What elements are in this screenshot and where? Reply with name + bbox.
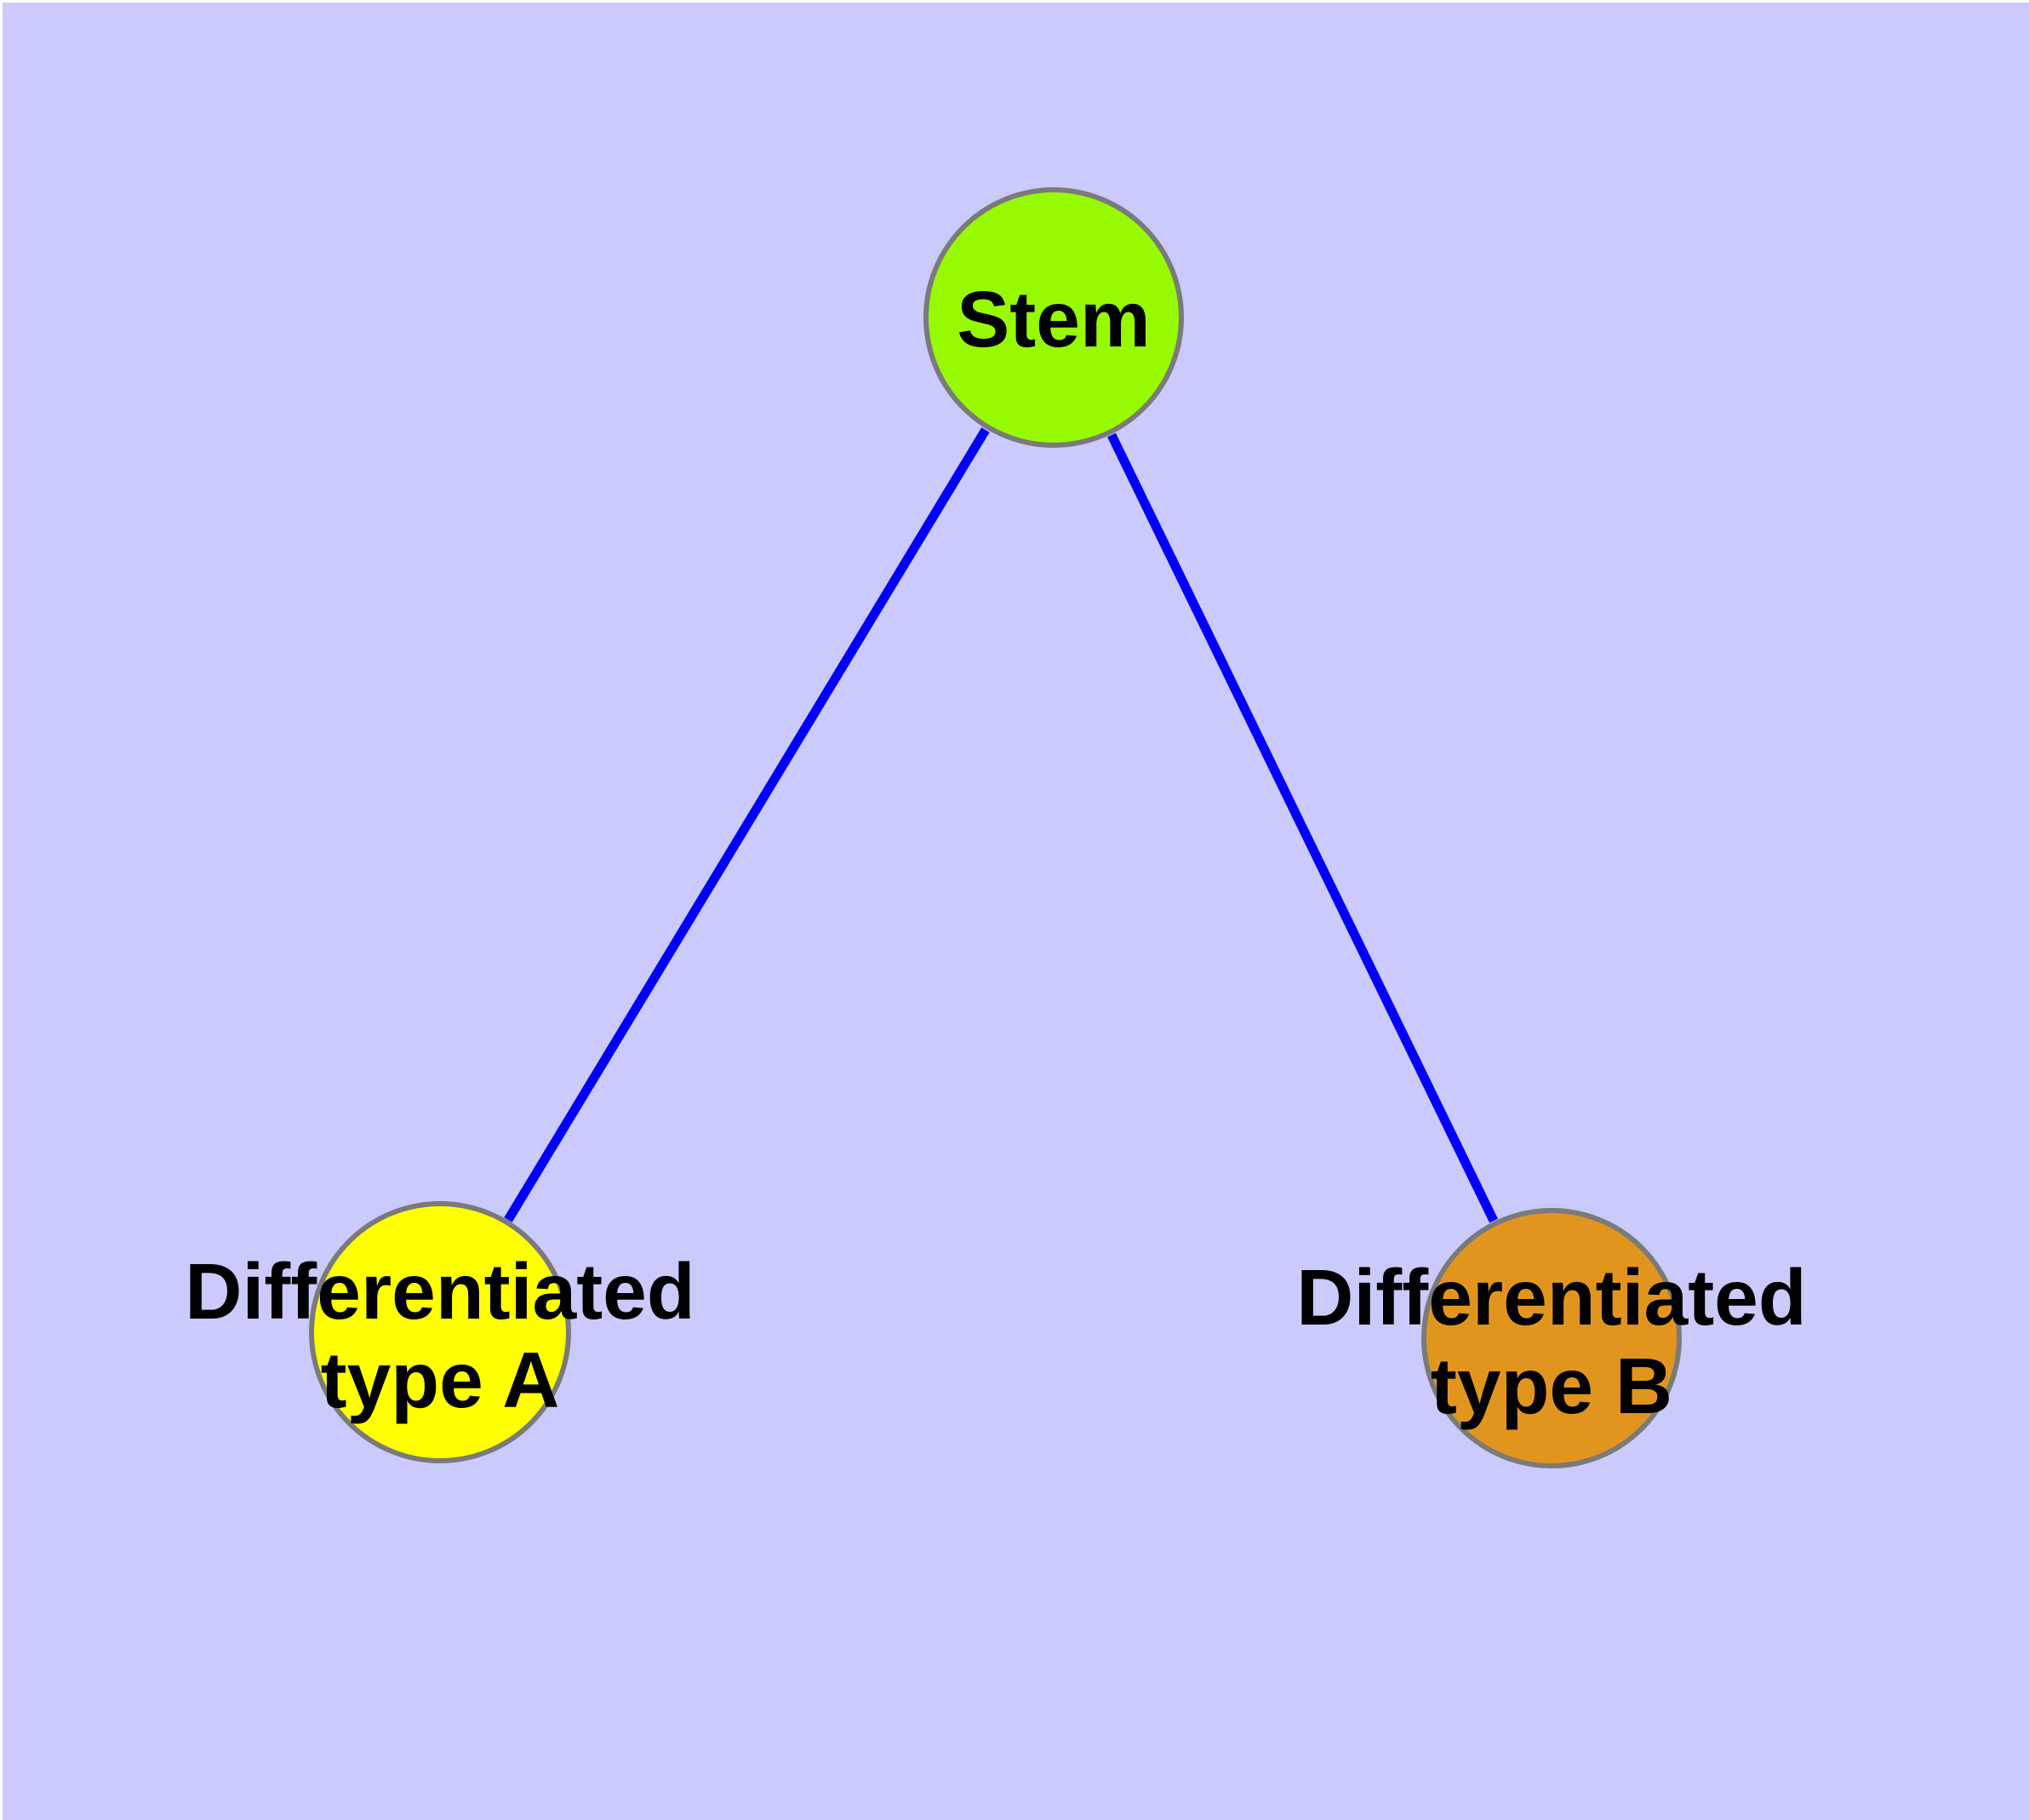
node-differentiated-type-b-label-line2: type B: [1431, 1342, 1672, 1430]
node-differentiated-type-a-label-line1: Differentiated: [185, 1247, 694, 1336]
node-differentiated-type-b-label-line1: Differentiated: [1296, 1253, 1806, 1342]
node-stem-label: Stem: [957, 275, 1150, 363]
node-differentiated-type-b-circle: [1421, 1208, 1682, 1468]
edge-stem-to-type-a: [504, 427, 990, 1222]
node-differentiated-type-a-label-line2: type A: [321, 1336, 560, 1424]
node-stem-circle: [923, 187, 1184, 448]
node-differentiated-type-a: Differentiated type A: [185, 1201, 695, 1463]
node-differentiated-type-b: Differentiated type B: [1296, 1208, 1807, 1468]
node-stem: Stem: [923, 187, 1184, 448]
node-differentiated-type-a-circle: [309, 1201, 571, 1463]
edge-stem-to-type-b: [1107, 432, 1498, 1223]
